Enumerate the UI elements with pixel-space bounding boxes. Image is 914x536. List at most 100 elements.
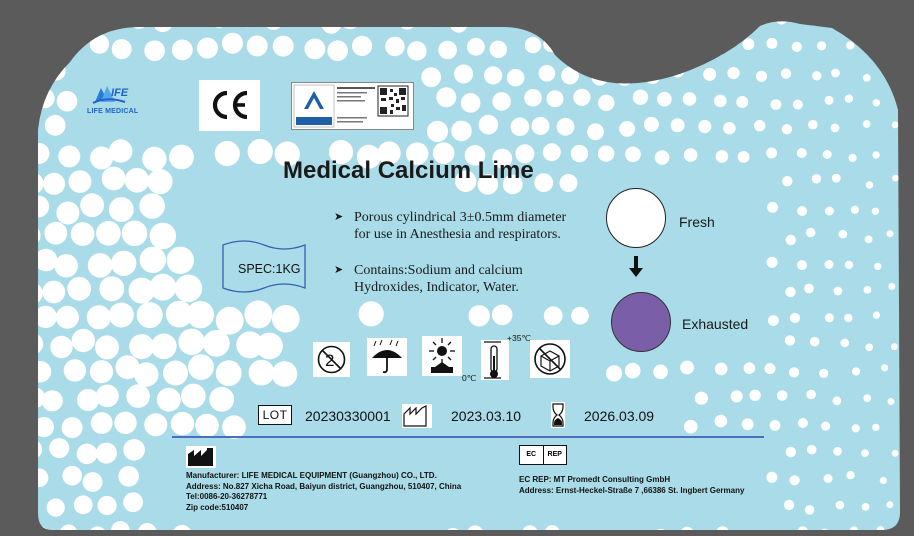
- decor-dot: [716, 526, 729, 531]
- decor-dot: [484, 66, 503, 85]
- decor-dot: [698, 119, 712, 134]
- decor-dot: [556, 117, 575, 136]
- decor-dot: [108, 197, 134, 222]
- decor-dot: [121, 220, 148, 247]
- decor-dot: [741, 418, 754, 431]
- decor-dot: [712, 43, 725, 56]
- temperature-limit-icon: [481, 340, 509, 380]
- decor-dot: [38, 224, 41, 247]
- decor-dot: [377, 141, 401, 165]
- decor-dot: [139, 246, 166, 273]
- decor-dot: [74, 21, 93, 30]
- decor-dot: [149, 273, 177, 301]
- decor-dot: [546, 90, 564, 108]
- decor-dot: [559, 21, 578, 28]
- keep-dry-icon: [367, 338, 407, 376]
- decor-dot: [67, 276, 92, 301]
- decor-dot: [654, 150, 670, 165]
- decor-dot: [163, 360, 188, 386]
- fresh-indicator-circle: [606, 188, 666, 248]
- decor-dot: [792, 99, 803, 110]
- decor-dot: [824, 313, 834, 323]
- decor-dot: [169, 144, 194, 170]
- decor-dot: [54, 254, 78, 278]
- decor-dot: [780, 68, 792, 79]
- decor-dot: [701, 21, 715, 28]
- decor-dot: [407, 41, 427, 61]
- exhausted-indicator-circle: [611, 292, 671, 352]
- do-not-reuse-icon: 2: [313, 342, 350, 377]
- decor-dot: [89, 360, 114, 384]
- decor-dot: [776, 21, 787, 25]
- decor-dot: [174, 274, 203, 303]
- decor-dot: [657, 91, 672, 107]
- decor-dot: [806, 444, 817, 455]
- decor-dot: [864, 235, 873, 244]
- decor-dot: [492, 148, 513, 169]
- decor-dot: [544, 525, 560, 531]
- decor-dot: [96, 221, 121, 246]
- decor-dot: [670, 118, 685, 133]
- brand-name: LIFE MEDICAL: [87, 108, 139, 115]
- decor-dot: [115, 355, 140, 380]
- decor-dot: [109, 139, 133, 163]
- decor-dot: [781, 124, 793, 135]
- temp-high-label: +35℃: [507, 333, 531, 343]
- decor-dot: [844, 313, 853, 323]
- decor-dot: [851, 424, 860, 433]
- decor-dot: [624, 362, 641, 379]
- decor-dot: [108, 302, 134, 328]
- decor-dot: [467, 37, 485, 56]
- decor-dot: [876, 526, 885, 531]
- decor-dot: [70, 222, 95, 246]
- decor-dot: [209, 21, 229, 28]
- decor-dot: [61, 417, 83, 439]
- decor-dot: [44, 221, 68, 245]
- spec-text: SPEC:1KG: [238, 262, 301, 276]
- decor-dot: [886, 501, 894, 509]
- manufacturer-zip: Zip code:510407: [186, 502, 249, 512]
- decor-dot: [38, 468, 49, 488]
- decor-dot: [129, 21, 149, 29]
- ce-mark: [199, 80, 260, 131]
- decor-dot: [571, 306, 589, 325]
- decor-dot: [890, 21, 897, 27]
- decor-dot: [181, 383, 206, 409]
- decor-dot: [515, 144, 535, 164]
- decor-dot: [358, 301, 384, 327]
- decor-dot: [356, 144, 381, 169]
- decor-dot: [41, 390, 63, 412]
- lot-number: 20230330001: [305, 408, 391, 424]
- decor-dot: [123, 492, 143, 513]
- decor-dot: [87, 253, 113, 278]
- decor-dot: [172, 525, 192, 531]
- decor-dot: [38, 361, 52, 383]
- decor-dot: [768, 529, 780, 531]
- decor-dot: [149, 222, 177, 250]
- decor-dot: [97, 21, 117, 33]
- decor-dot: [844, 94, 854, 103]
- decor-dot: [805, 227, 816, 238]
- decor-dot: [832, 396, 842, 406]
- decor-dot: [236, 331, 264, 359]
- decor-dot: [598, 94, 615, 112]
- decor-dot: [502, 174, 523, 195]
- decor-dot: [616, 70, 633, 86]
- decor-dot: [769, 420, 781, 431]
- decor-dot: [613, 21, 630, 32]
- decor-dot: [73, 495, 93, 515]
- product-title: Medical Calcium Lime: [283, 157, 534, 184]
- decor-dot: [603, 41, 620, 59]
- decor-dot: [139, 193, 165, 219]
- decor-dot: [202, 330, 230, 357]
- decor-dot: [831, 173, 841, 183]
- decor-dot: [683, 148, 698, 162]
- manufacturer-name: Manufacturer: LIFE MEDICAL EQUIPMENT (Gu…: [186, 471, 437, 480]
- decor-dot: [703, 67, 717, 81]
- decor-dot: [888, 282, 896, 290]
- decor-dot: [694, 391, 709, 405]
- decor-dot: [136, 302, 163, 329]
- decor-dot: [134, 362, 159, 387]
- decor-dot: [766, 471, 778, 483]
